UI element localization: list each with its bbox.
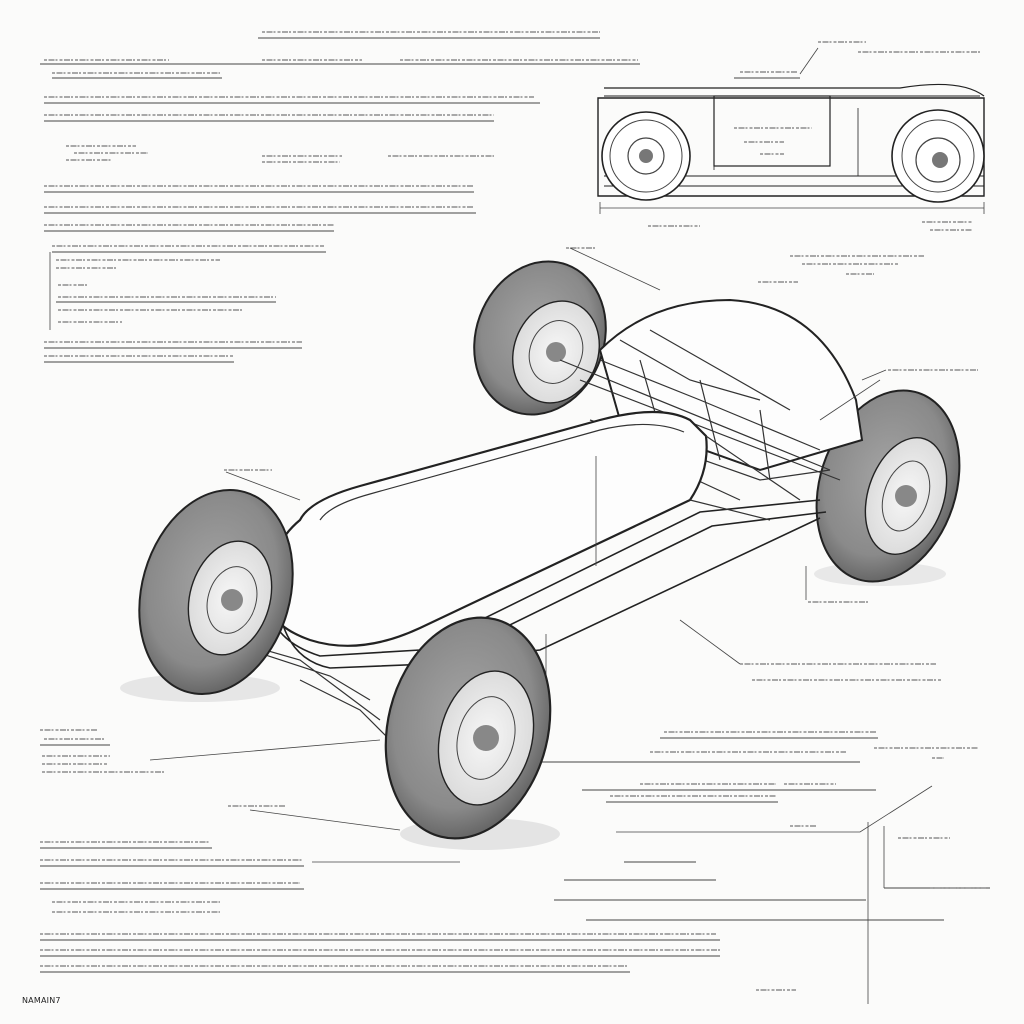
wheel-front-right: [384, 616, 552, 840]
wheel-rear-left: [473, 260, 607, 416]
wheel-rear-right: [815, 389, 961, 583]
wheel-front-left: [138, 488, 294, 696]
annotations-bottom: [40, 729, 990, 1004]
annotations-right: [566, 247, 978, 681]
sheet-corner-mark: NAMAIN7: [22, 996, 61, 1005]
side-view-inset: [597, 41, 985, 231]
chassis-perspective-drawing: [120, 260, 961, 850]
annotation-block-top-left: [40, 31, 640, 363]
platform-tub: [266, 410, 708, 647]
